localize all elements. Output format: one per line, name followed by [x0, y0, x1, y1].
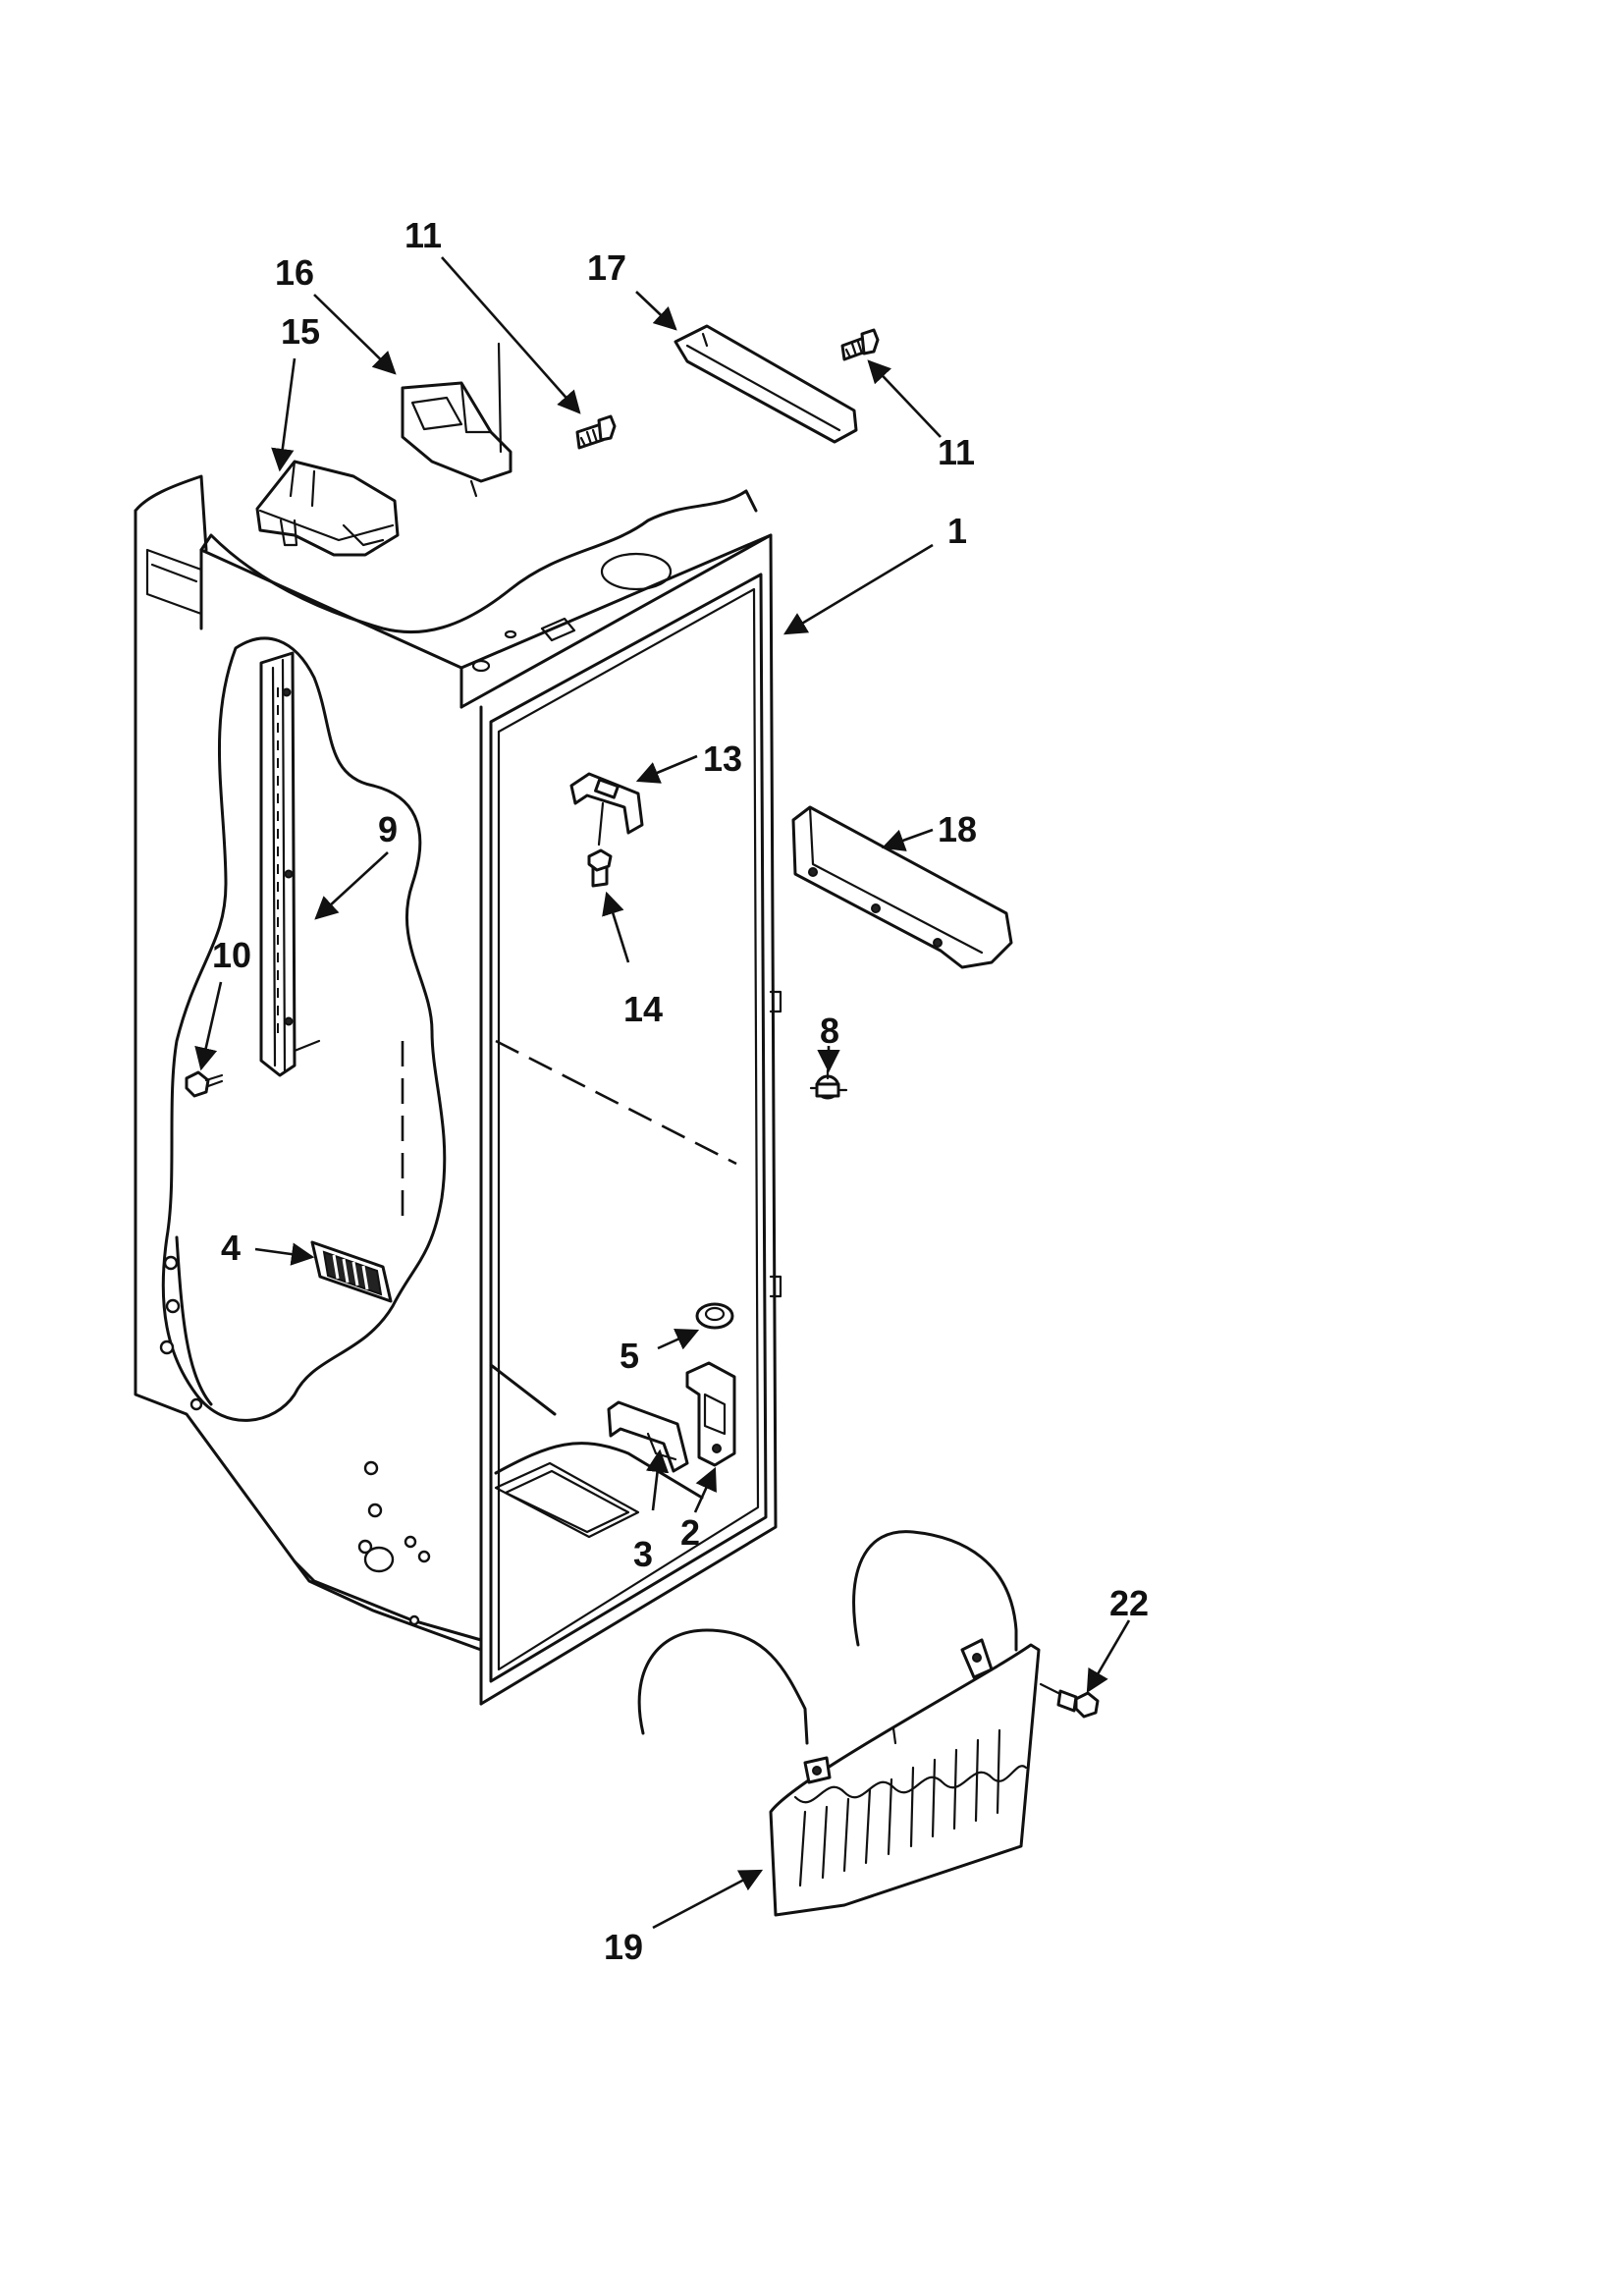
screw-11-left: [575, 414, 617, 450]
callout-5: 5: [620, 1336, 639, 1376]
defrost-heater-19: [637, 1530, 1041, 1917]
callout-1: 1: [947, 511, 967, 551]
callout-9: 9: [378, 809, 398, 849]
heater-bracket-16: [401, 342, 512, 498]
callout-10: 10: [212, 935, 251, 975]
trim-17: [674, 324, 858, 444]
callout-8: 8: [820, 1011, 839, 1051]
bracket-3: [607, 1400, 689, 1473]
trim-18: [791, 805, 1013, 969]
callout-14: 14: [623, 989, 663, 1029]
callout-labels: 11 16 15 17 11 1 13 18 9 10 14 8 4 5 2 3…: [212, 215, 1149, 1967]
screw-14: [587, 848, 613, 888]
callout-19: 19: [604, 1927, 643, 1967]
callout-16: 16: [275, 252, 314, 293]
fill-cup-15: [255, 460, 400, 557]
callout-3: 3: [633, 1534, 653, 1574]
callout-17: 17: [587, 247, 626, 288]
bracket-13: [569, 772, 644, 847]
callout-11-left: 11: [404, 215, 442, 255]
cabinet-liner: [134, 474, 782, 1706]
callout-2: 2: [680, 1512, 700, 1553]
vent-grille: [310, 1240, 393, 1303]
screw-11-right: [840, 328, 880, 361]
callout-13: 13: [703, 738, 742, 779]
callout-11-right: 11: [938, 432, 975, 472]
rail-screw: [185, 1070, 224, 1098]
plug-5: [695, 1302, 734, 1330]
callout-leaders: [194, 256, 1131, 1930]
callout-15: 15: [281, 311, 320, 352]
fitting-8: [809, 1068, 848, 1100]
callout-4: 4: [221, 1228, 241, 1268]
callout-18: 18: [938, 809, 977, 849]
shelf-rail: [259, 651, 321, 1077]
callout-22: 22: [1109, 1583, 1149, 1623]
bracket-2: [685, 1361, 736, 1467]
